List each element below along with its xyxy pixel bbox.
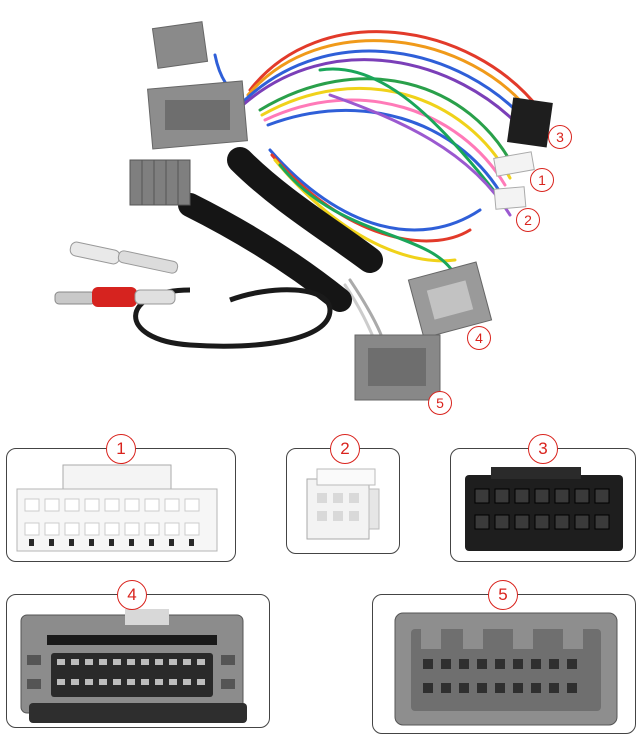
rca-plug-white bbox=[69, 241, 179, 274]
gray-connector-18pin-illustration bbox=[394, 612, 618, 726]
wiring-harness-illustration bbox=[54, 21, 553, 401]
black-connector bbox=[506, 97, 553, 148]
fabric-sleeve bbox=[178, 193, 352, 312]
white-connector bbox=[493, 151, 535, 210]
connector-number-2: 2 bbox=[330, 434, 360, 464]
gray-connector-5 bbox=[354, 334, 441, 401]
connector-card-5 bbox=[372, 594, 636, 734]
wiring-harness-photo: 3 1 2 4 5 bbox=[54, 21, 572, 415]
connector-card-1 bbox=[6, 448, 236, 562]
gray-connector-large bbox=[147, 80, 248, 150]
connector-card-2 bbox=[286, 448, 400, 554]
gray-connector-small bbox=[151, 21, 209, 69]
callout-1: 1 bbox=[530, 168, 554, 192]
gray-connector-24pin-illustration bbox=[20, 609, 247, 723]
connector-number-3: 3 bbox=[528, 434, 558, 464]
gray-connector-ribbed bbox=[129, 159, 191, 206]
callout-5: 5 bbox=[428, 391, 452, 415]
fabric-sleeve bbox=[227, 147, 383, 273]
white-connector-20pin-illustration bbox=[16, 464, 218, 552]
connector-number-5: 5 bbox=[488, 580, 518, 610]
rca-cable bbox=[133, 287, 333, 349]
connector-card-4 bbox=[6, 594, 270, 728]
rca-plug-red bbox=[54, 287, 176, 307]
white-connector-6pin-illustration bbox=[306, 468, 380, 540]
connector-number-1: 1 bbox=[106, 434, 136, 464]
connector-number-4: 4 bbox=[117, 580, 147, 610]
callout-2: 2 bbox=[516, 208, 540, 232]
connector-card-3 bbox=[450, 448, 636, 562]
black-connector-16pin-illustration bbox=[465, 467, 623, 551]
wire-bundle bbox=[213, 30, 542, 350]
callout-4: 4 bbox=[467, 326, 491, 350]
gray-connector-4 bbox=[407, 261, 493, 339]
callout-3: 3 bbox=[548, 125, 572, 149]
